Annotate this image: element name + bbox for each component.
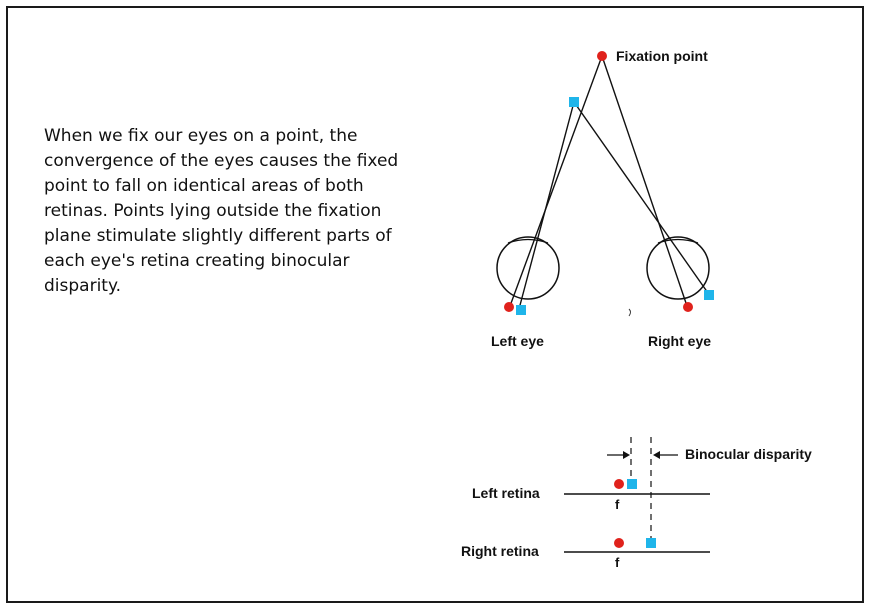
explanation-text: When we fix our eyes on a point, the con… (44, 126, 399, 296)
binocular-disparity-label: Binocular disparity (685, 446, 812, 462)
object-square (569, 97, 579, 107)
fixation-point-label: Fixation point (616, 48, 708, 64)
disparity-arrowhead-left (623, 451, 630, 459)
slide-frame (6, 6, 864, 603)
left-object-ray (518, 101, 575, 310)
left-eye-label: Left eye (491, 333, 544, 349)
left-eye-lens (507, 238, 549, 244)
right-eye-label: Right eye (648, 333, 712, 349)
left-retina-label: Left retina (472, 485, 540, 501)
left-eye-circle (496, 236, 560, 300)
left-fixation-ray (509, 55, 603, 307)
right-eye-circle (646, 236, 710, 300)
right-eye-lens (657, 238, 699, 244)
right-fovea-label: f (615, 555, 620, 570)
right-eye-object-image (704, 290, 714, 300)
fixation-point-dot (597, 51, 607, 61)
right-retina-fixation-dot (614, 538, 624, 548)
left-retina-object-square (627, 479, 637, 489)
right-eye-fixation-image (683, 302, 693, 312)
right-fixation-ray (601, 55, 688, 307)
left-eye-fixation-image (504, 302, 514, 312)
right-retina-object-square (646, 538, 656, 548)
right-retina-label: Right retina (461, 543, 539, 559)
left-retina-fixation-dot (614, 479, 624, 489)
small-mark (628, 308, 631, 317)
disparity-arrowhead-right (653, 451, 660, 459)
left-fovea-label: f (615, 497, 620, 512)
left-eye-object-image (516, 305, 526, 315)
right-object-ray (573, 101, 709, 294)
